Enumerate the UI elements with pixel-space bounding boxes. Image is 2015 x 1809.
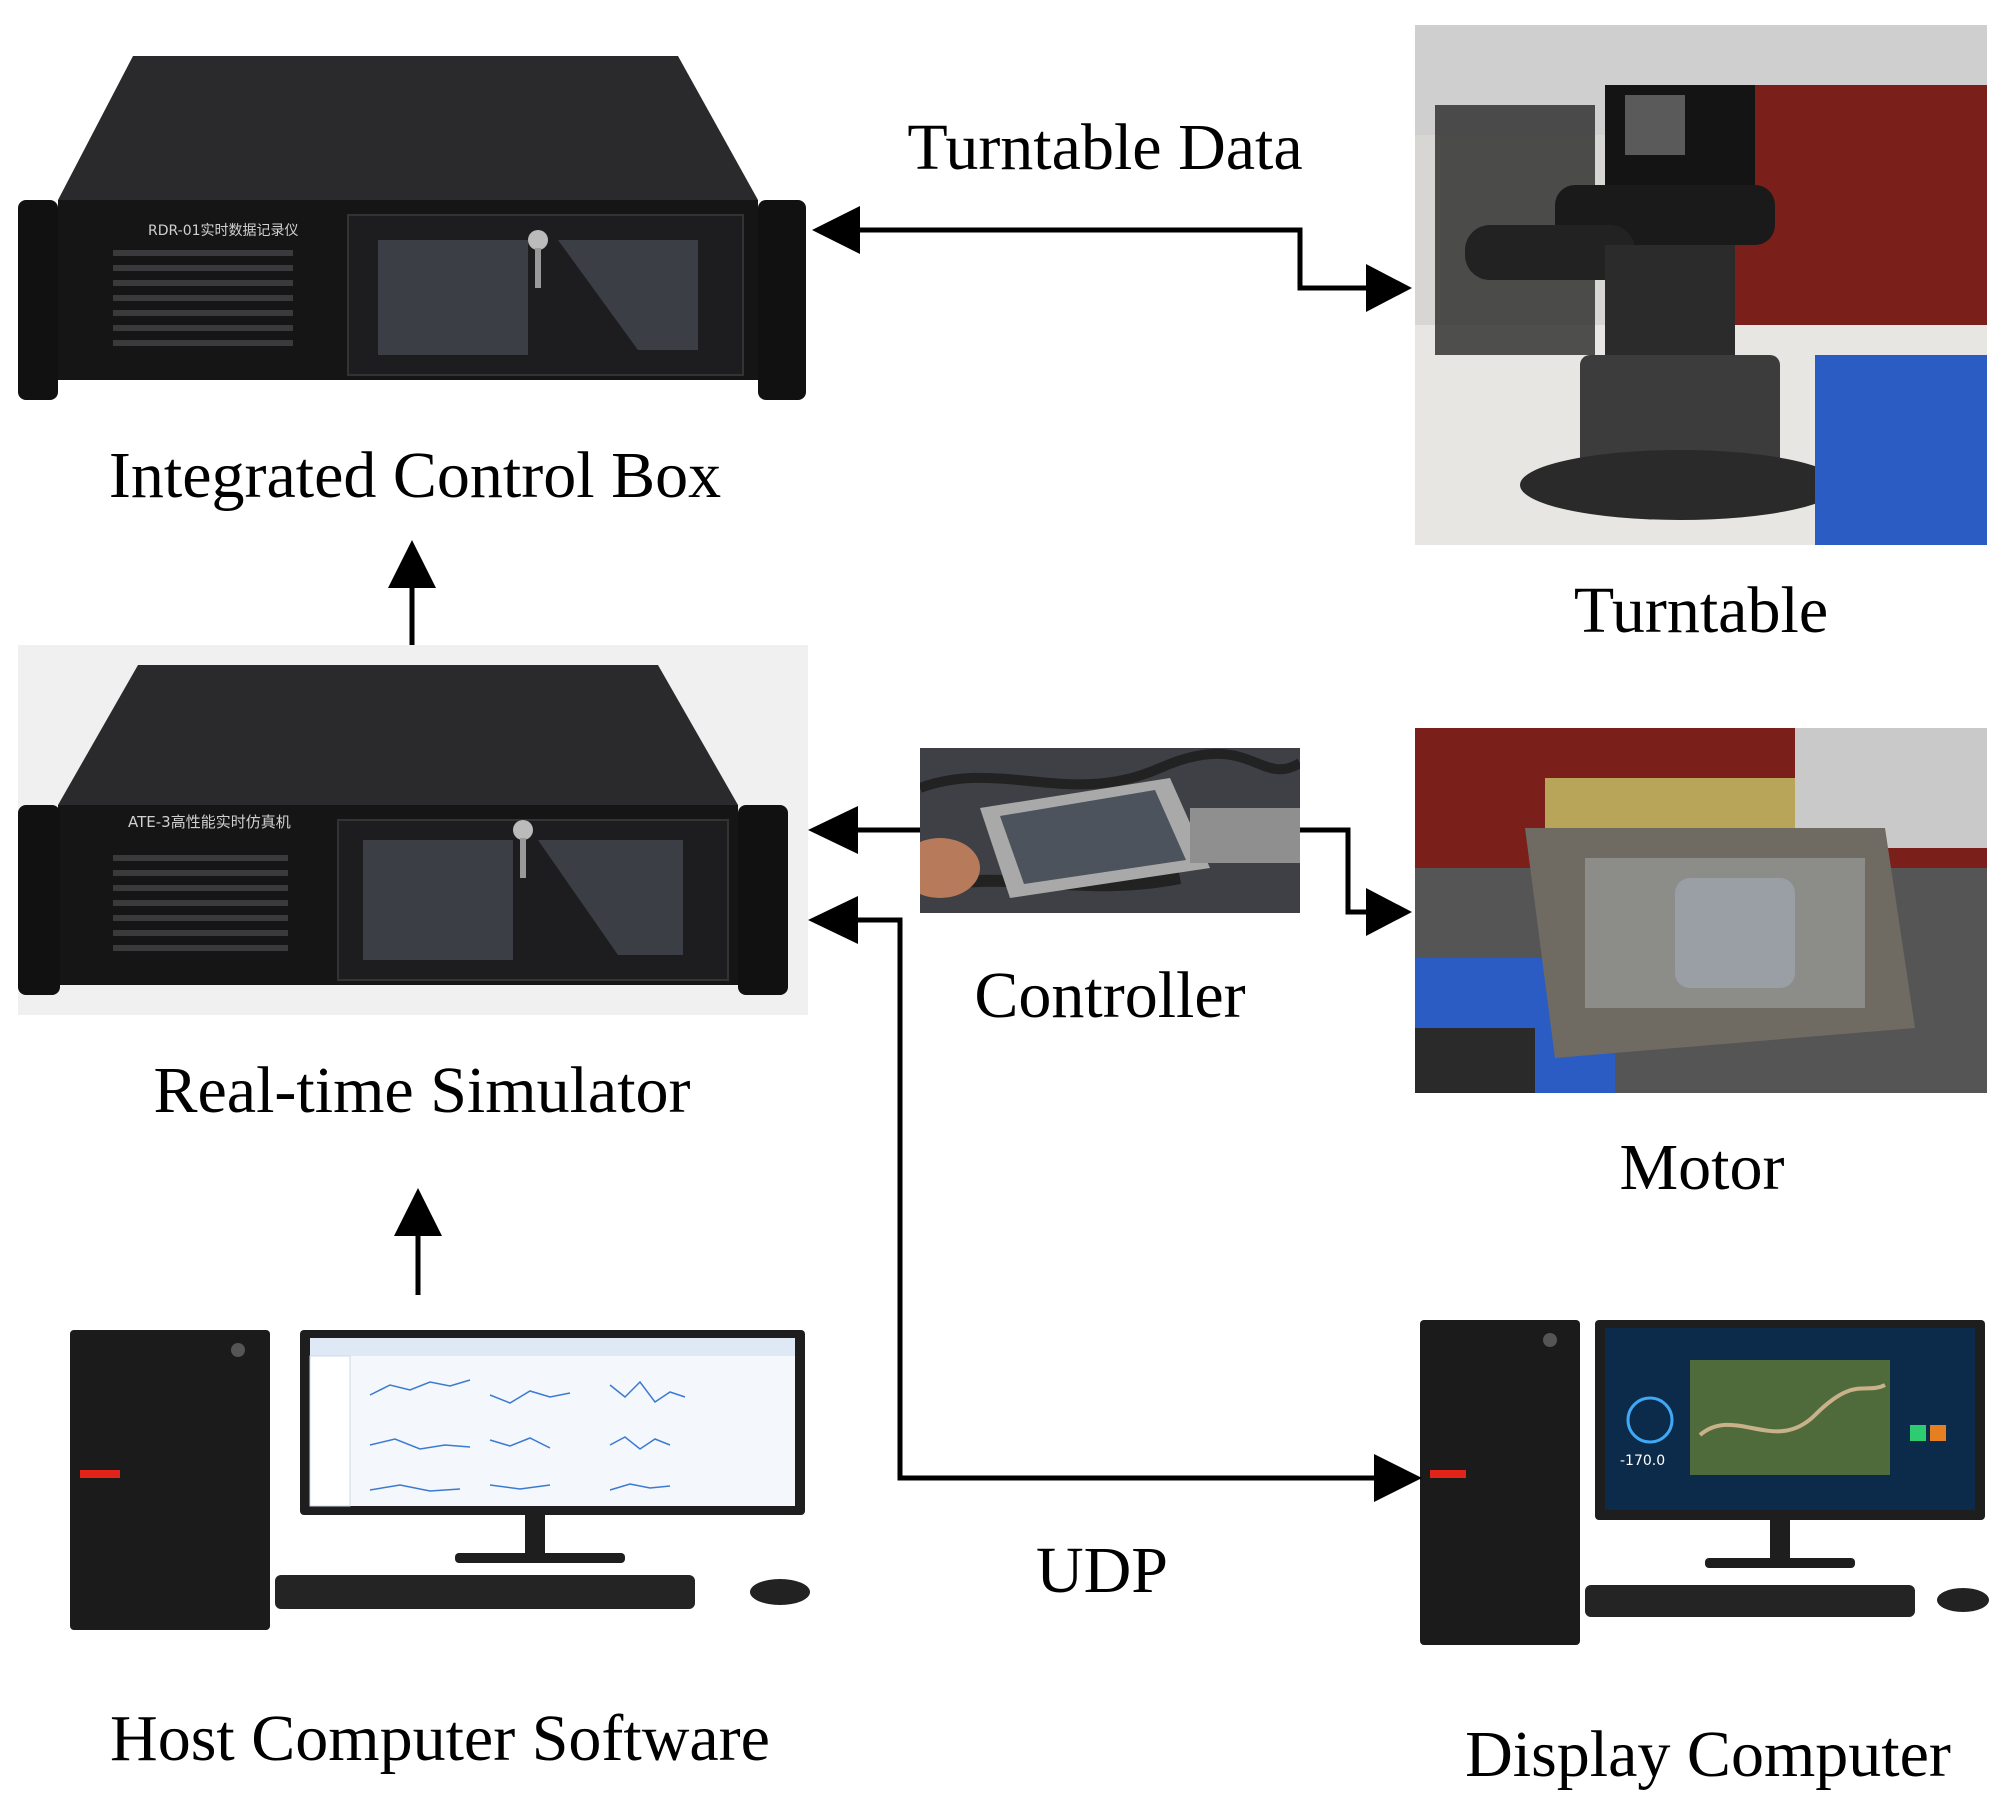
turntable-data-connector xyxy=(858,227,1368,291)
turntable-label: Turntable xyxy=(1573,574,1829,647)
motor-label: Motor xyxy=(1619,1131,1785,1204)
motor-image xyxy=(1415,728,1987,1093)
arrowhead-to-motor xyxy=(1366,888,1412,936)
udp-connector xyxy=(855,917,1378,1481)
real-time-simulator-label: Real-time Simulator xyxy=(153,1054,691,1127)
controller-to-motor-connector xyxy=(1300,827,1368,915)
simulator-nameplate: ATE-3高性能实时仿真机 xyxy=(128,813,291,831)
arrowhead-to-control-box xyxy=(812,206,860,254)
display-computer-label: Display Computer xyxy=(1465,1718,1951,1791)
display-readout: -170.0 xyxy=(1620,1453,1665,1469)
control-box-nameplate: RDR-01实时数据记录仪 xyxy=(148,223,299,239)
arrowhead-up-to-control-box xyxy=(388,540,436,588)
host-computer-software-label: Host Computer Software xyxy=(110,1702,770,1775)
integrated-control-box-image: RDR-01实时数据记录仪 xyxy=(18,50,808,400)
arrowhead-udp-to-simulator xyxy=(808,896,858,944)
arrowhead-up-to-simulator xyxy=(394,1188,442,1236)
host-computer-image xyxy=(70,1325,820,1635)
controller-image xyxy=(920,748,1300,913)
display-computer-image: -170.0 xyxy=(1415,1315,1995,1650)
turntable-image xyxy=(1415,25,1987,545)
arrowhead-to-turntable xyxy=(1366,264,1412,312)
controller-label: Controller xyxy=(974,959,1246,1032)
integrated-control-box-label: Integrated Control Box xyxy=(108,439,722,512)
arrowhead-udp-to-display xyxy=(1374,1454,1422,1502)
udp-edge-label: UDP xyxy=(1035,1534,1169,1607)
real-time-simulator-image: ATE-3高性能实时仿真机 xyxy=(18,645,808,1015)
arrowhead-controller-to-simulator xyxy=(808,806,858,854)
turntable-data-edge-label: Turntable Data xyxy=(907,111,1303,184)
